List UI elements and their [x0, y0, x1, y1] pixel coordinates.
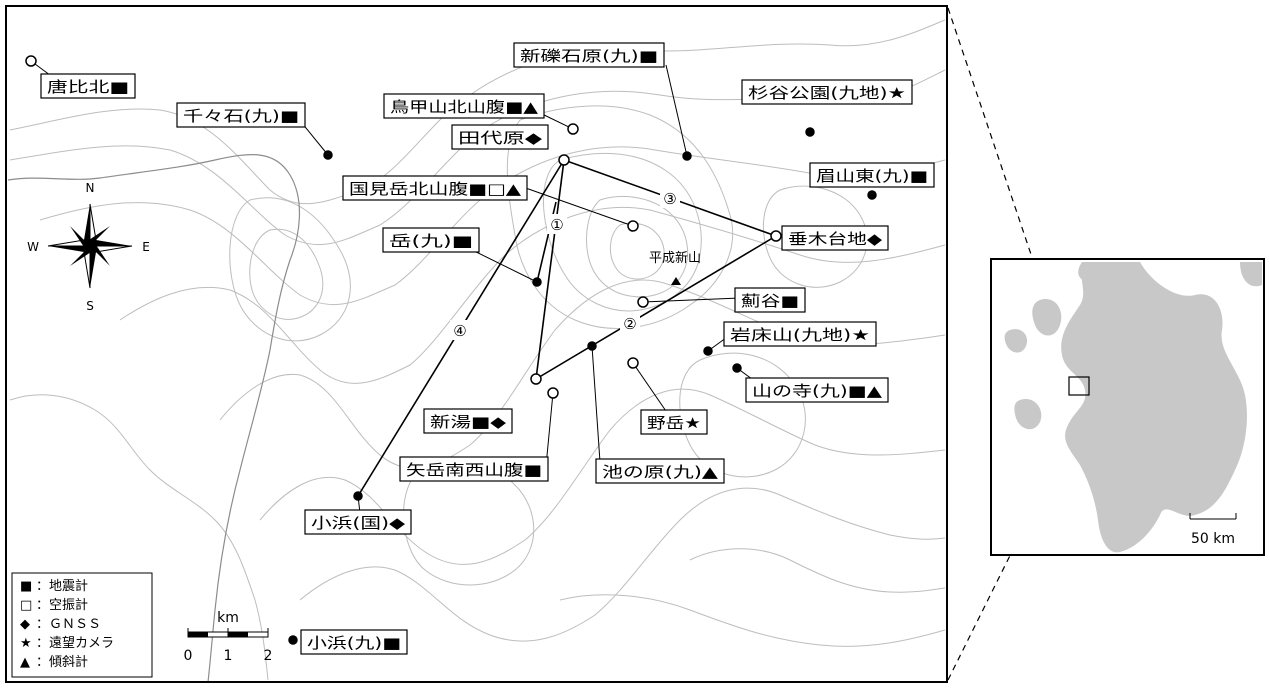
summit-label: 平成新山	[649, 250, 701, 266]
scale-unit: km	[217, 610, 239, 626]
kyushu-land	[1004, 262, 1262, 553]
baseline-label-2: ②	[623, 315, 636, 333]
baseline-labels: ① ② ③ ④	[450, 188, 680, 340]
baseline-label-1: ①	[550, 216, 563, 234]
station-label-text: 唐比北■	[47, 78, 129, 96]
scale-tick-0: 0	[184, 648, 193, 664]
compass-e: E	[142, 240, 150, 254]
station-label-yamanotera: 山の寺(九)■▲	[745, 377, 889, 403]
summit-triangle-icon	[671, 277, 681, 285]
open-station-marker	[627, 357, 639, 369]
legend: ■ ：地震計 □ ：空振計 ◆ ：ＧＮＳＳ ★ ：遠望カメラ ▲ ：傾斜計	[11, 572, 153, 678]
filled-station-marker	[732, 363, 742, 373]
station-label-dake: 岳(九)■	[382, 227, 480, 253]
open-station-marker	[530, 373, 542, 385]
main-map: 平成新山 ① ② ③ ④ 唐比北■ 千々石(九)■ 新礫石原(九)■ 鳥甲山北山腹■▲…	[5, 5, 948, 683]
station-label-yadake: 矢岳南西山腹■	[399, 456, 549, 482]
baseline-label-3: ③	[663, 190, 676, 208]
legend-text: ：空振計	[36, 597, 88, 613]
station-label-obama_kyu: 小浜(九)■	[300, 629, 408, 655]
station-label-text: 新礫石原(九)■	[520, 47, 658, 65]
station-labels: 唐比北■ 千々石(九)■ 新礫石原(九)■ 鳥甲山北山腹■▲ 田代原◆ 国見岳北山腹■□▲…	[40, 42, 935, 655]
filled-station-marker	[867, 190, 877, 200]
legend-symbol: ▲	[20, 655, 30, 670]
open-station-marker	[637, 296, 649, 308]
station-label-chijiwa: 千々石(九)■	[176, 102, 306, 128]
station-label-kunimi: 国見岳北山腹■□▲	[342, 175, 528, 201]
filled-station-marker	[323, 150, 333, 160]
station-label-text: 池の原(九)▲	[602, 463, 719, 481]
filled-station-marker	[353, 491, 363, 501]
station-label-iwatoko: 岩床山(九地)★	[723, 321, 877, 347]
legend-text: ：遠望カメラ	[36, 635, 114, 651]
open-station-marker	[567, 123, 579, 135]
open-station-marker	[770, 230, 782, 242]
open-station-marker	[25, 55, 37, 67]
station-label-text: 薊谷■	[741, 292, 799, 310]
station-label-text: 新湯■◆	[430, 413, 507, 431]
inset-scale-bar: 50 km	[1189, 513, 1237, 547]
station-label-text: 眉山東(九)■	[816, 167, 928, 185]
scale-tick-2: 2	[264, 648, 273, 664]
baseline-label-4: ④	[453, 322, 466, 340]
main-map-frame	[5, 5, 948, 683]
coastline	[7, 154, 300, 683]
inset-frame	[990, 258, 1265, 556]
station-label-ikenohara: 池の原(九)▲	[595, 458, 725, 484]
station-label-text: 小浜(国)◆	[311, 514, 406, 532]
station-label-text: 田代原◆	[458, 129, 543, 147]
station-label-text: 小浜(九)■	[307, 634, 401, 652]
station-label-azamidani: 薊谷■	[734, 287, 806, 313]
station-label-tashiro: 田代原◆	[451, 124, 549, 150]
station-label-nodake: 野岳★	[640, 409, 708, 435]
legend-text: ：地震計	[36, 578, 88, 594]
station-label-text: 垂木台地◆	[788, 230, 883, 248]
legend-text: ：傾斜計	[36, 654, 88, 670]
inset-scale-label: 50 km	[1191, 531, 1235, 547]
filled-station-marker	[682, 151, 692, 161]
open-station-marker	[558, 154, 570, 166]
legend-symbol: □	[20, 598, 32, 613]
station-label-obama_kuni: 小浜(国)◆	[304, 509, 412, 535]
filled-station-marker	[288, 635, 298, 645]
station-markers	[25, 55, 877, 645]
compass-icon	[47, 203, 133, 289]
summit: 平成新山	[649, 250, 701, 285]
station-label-shinreki: 新礫石原(九)■	[513, 42, 665, 68]
compass-s: S	[86, 299, 94, 313]
filled-station-marker	[587, 341, 597, 351]
scale-tick-1: 1	[224, 648, 233, 664]
legend-symbol: ◆	[20, 617, 30, 632]
compass-rose: N S E W	[27, 181, 150, 313]
inset-map: 50 km	[990, 258, 1265, 556]
legend-symbol: ★	[20, 636, 32, 651]
station-label-torikabuto: 鳥甲山北山腹■▲	[383, 93, 545, 119]
open-station-marker	[627, 220, 639, 232]
filled-station-marker	[532, 277, 542, 287]
station-label-sugitani: 杉谷公園(九地)★	[741, 79, 913, 105]
station-label-text: 岩床山(九地)★	[730, 326, 870, 344]
station-label-text: 鳥甲山北山腹■▲	[390, 98, 539, 116]
station-label-text: 国見岳北山腹■□▲	[349, 180, 522, 198]
station-label-text: 野岳★	[647, 414, 701, 432]
legend-symbol: ■	[20, 579, 32, 594]
compass-n: N	[86, 181, 95, 195]
filled-station-marker	[703, 346, 713, 356]
scale-bar: km 0 1 2	[184, 610, 273, 664]
station-label-text: 千々石(九)■	[183, 107, 299, 125]
station-label-shinyu: 新湯■◆	[423, 408, 513, 434]
legend-text: ：ＧＮＳＳ	[36, 617, 101, 632]
station-label-text: 山の寺(九)■▲	[752, 382, 883, 400]
inset-location-box	[1068, 376, 1090, 396]
station-label-text: 杉谷公園(九地)★	[748, 84, 906, 102]
station-label-karahi: 唐比北■	[40, 73, 136, 99]
station-label-text: 矢岳南西山腹■	[406, 461, 542, 479]
station-label-text: 岳(九)■	[389, 232, 473, 250]
compass-w: W	[27, 240, 39, 254]
filled-station-marker	[805, 127, 815, 137]
open-station-marker	[547, 387, 559, 399]
station-label-taruki: 垂木台地◆	[781, 225, 889, 251]
station-label-mayuyama: 眉山東(九)■	[809, 162, 935, 188]
